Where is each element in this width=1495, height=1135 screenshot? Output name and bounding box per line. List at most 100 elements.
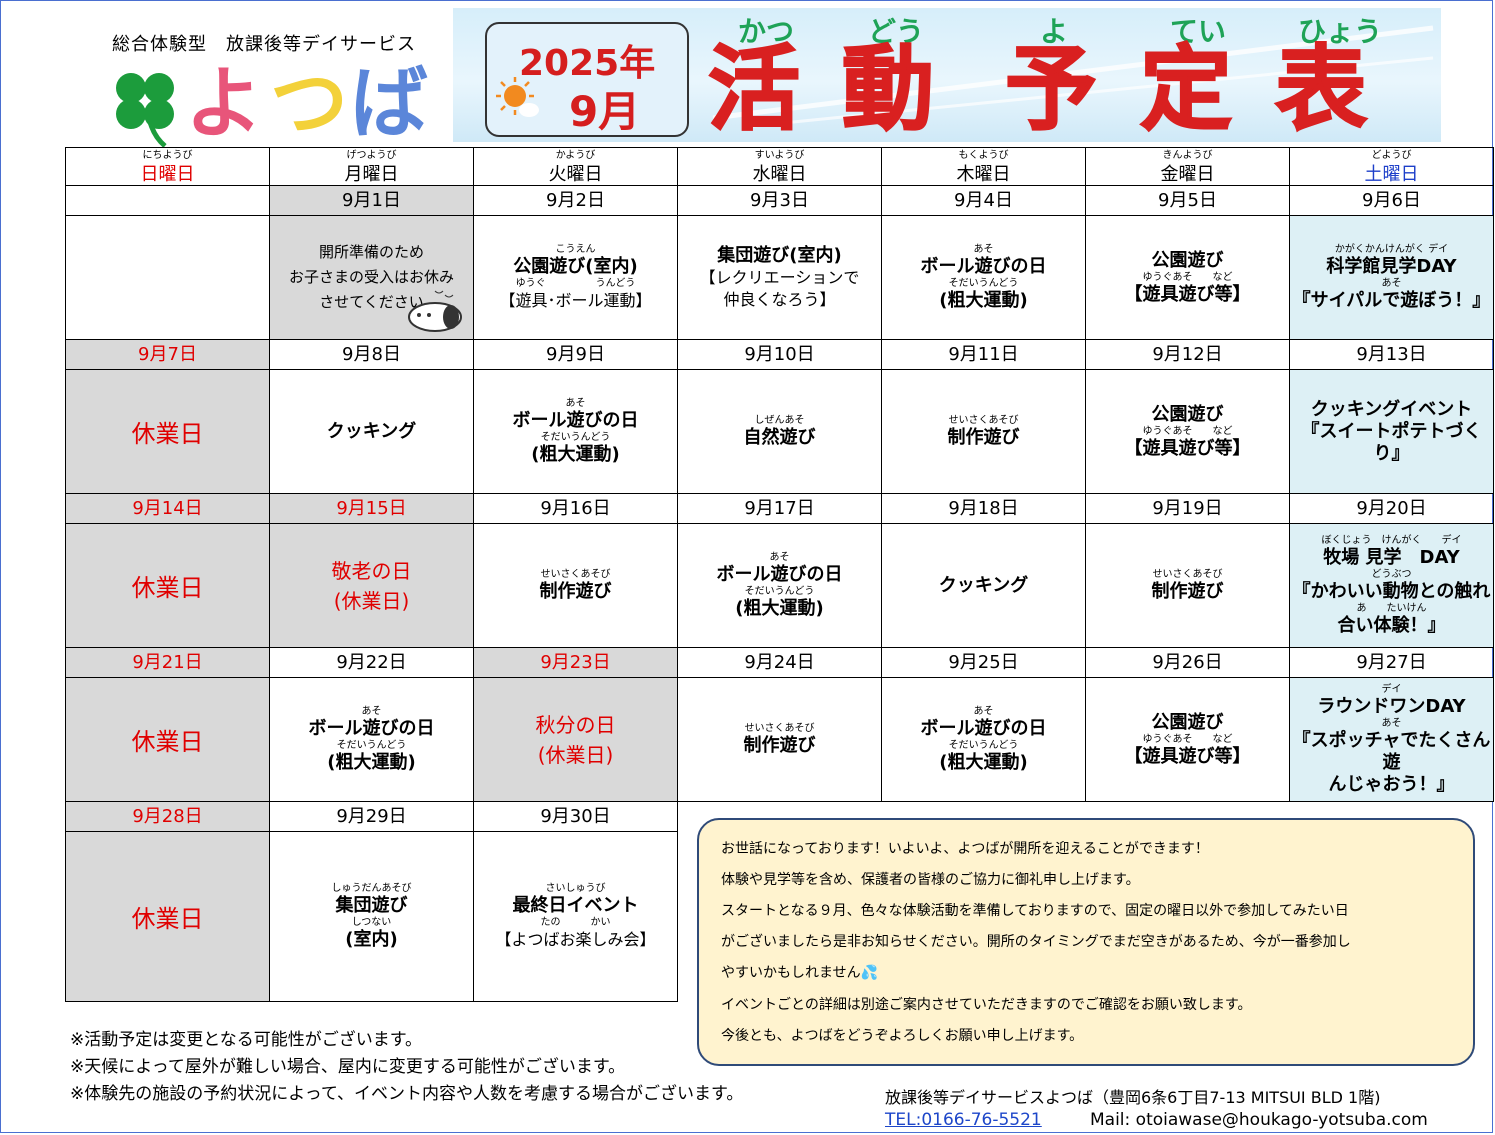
activity-text: 合い体験！』 bbox=[1337, 614, 1446, 636]
address: 放課後等デイサービスよつば（豊岡6条6丁目7-13 MITSUI BLD 1階) bbox=[885, 1088, 1381, 1107]
title-ruby-3: よ bbox=[1040, 15, 1069, 48]
date-cell: 9月2日 bbox=[473, 185, 678, 216]
activity-cell[interactable]: せいさくあそび制作遊び bbox=[473, 523, 678, 648]
closed-day-label: 休業日 bbox=[131, 420, 204, 448]
service-subtitle: 総合体験型 放課後等デイサービス bbox=[112, 34, 416, 55]
holiday-label: 敬老の日(休業日) bbox=[270, 556, 473, 616]
date-cell: 9月17日 bbox=[677, 493, 882, 524]
date-cell: 9月30日 bbox=[473, 801, 678, 832]
notice-line: やすいかもしれません💦 bbox=[721, 965, 879, 981]
activity-cell[interactable]: さいしゅうび最終日イベント たの かい【よつばお楽しみ会】 bbox=[473, 831, 678, 1002]
furigana: たの かい bbox=[540, 916, 611, 928]
furigana: デイ bbox=[1381, 683, 1402, 695]
weekday-cell: もくようび木曜日 bbox=[881, 147, 1086, 186]
date-cell: 9月12日 bbox=[1085, 339, 1290, 370]
activity-content: 公園遊びゆうぐあそ など【遊具遊び等】 bbox=[1086, 250, 1289, 306]
furigana: せいさくあそび bbox=[540, 568, 611, 580]
activity-row: 休業日しゅうだんあそび集団遊びしつない(室内)さいしゅうび最終日イベント たの … bbox=[65, 831, 1494, 1002]
activity-cell[interactable]: 開所準備のためお子さまの受入はお休みさせてください bbox=[269, 215, 474, 340]
activity-text: 公園遊び bbox=[1151, 249, 1224, 271]
furigana: ゆうぐあそ など bbox=[1142, 425, 1233, 437]
activity-cell[interactable]: せいさくあそび制作遊び bbox=[677, 677, 882, 802]
weekday-label: 日曜日 bbox=[140, 163, 195, 185]
date-cell: 9月25日 bbox=[881, 647, 1086, 678]
activity-cell[interactable]: 公園遊びゆうぐあそ など【遊具遊び等】 bbox=[1085, 369, 1290, 494]
activity-text: (粗大運動) bbox=[531, 443, 620, 465]
weekday-ruby: すいようび bbox=[754, 150, 805, 161]
activity-cell[interactable]: 休業日 bbox=[65, 369, 270, 494]
title-ruby-5: ひょう bbox=[1298, 15, 1383, 48]
activity-cell[interactable]: クッキング bbox=[881, 523, 1086, 648]
phone-link[interactable]: TEL:0166-76-5521 bbox=[885, 1110, 1042, 1130]
activity-text: (粗大運動) bbox=[939, 289, 1028, 311]
closed-day-label: 休業日 bbox=[131, 574, 204, 602]
weekday-header-row: にちようび日曜日げつようび月曜日かようび火曜日すいようび水曜日もくようび木曜日き… bbox=[65, 147, 1494, 186]
activity-cell[interactable]: こうえん公園遊び(室内)ゆうぐ うんどう【遊具･ボール運動】 bbox=[473, 215, 678, 340]
furigana: ゆうぐ うんどう bbox=[515, 277, 636, 289]
activity-content: クッキングイベント『スイートポテトづくり』 bbox=[1290, 399, 1493, 465]
activity-text: 『サイパルで遊ぼう！』 bbox=[1292, 289, 1491, 311]
activity-cell[interactable]: あそボール遊びの日そだいうんどう(粗大運動) bbox=[473, 369, 678, 494]
activity-cell[interactable]: 休業日 bbox=[65, 677, 270, 802]
activity-content: あそボール遊びの日そだいうんどう(粗大運動) bbox=[678, 552, 881, 620]
activity-text: 制作遊び bbox=[743, 734, 816, 756]
activity-cell[interactable]: 公園遊びゆうぐあそ など【遊具遊び等】 bbox=[1085, 677, 1290, 802]
weekday-label: 火曜日 bbox=[548, 163, 603, 185]
activity-text: (室内) bbox=[345, 928, 398, 950]
svg-text:つ: つ bbox=[270, 59, 348, 149]
email-address[interactable]: Mail: otoiawase@houkago-yotsuba.com bbox=[1090, 1110, 1428, 1130]
date-box: 2025年 9月 bbox=[485, 22, 689, 137]
activity-cell[interactable]: 秋分の日(休業日) bbox=[473, 677, 678, 802]
furigana: どうぶつ bbox=[1371, 568, 1412, 580]
activity-cell[interactable]: 集団遊び(室内)【レクリエーションで仲良くなろう】 bbox=[677, 215, 882, 340]
weekday-ruby: きんようび bbox=[1162, 150, 1213, 161]
activity-cell[interactable]: せいさくあそび制作遊び bbox=[1085, 523, 1290, 648]
furigana: そだいうんどう bbox=[336, 739, 407, 751]
notice-line: がございましたら是非お知らせください。開所のタイミングでまだ空きがあるため、今が… bbox=[721, 934, 1351, 950]
activity-text: (粗大運動) bbox=[939, 751, 1028, 773]
activity-text: ボール遊びの日 bbox=[920, 255, 1047, 277]
activity-cell[interactable]: クッキングイベント『スイートポテトづくり』 bbox=[1289, 369, 1494, 494]
activity-row: 開所準備のためお子さまの受入はお休みさせてくださいこうえん公園遊び(室内)ゆうぐ… bbox=[65, 215, 1494, 340]
activity-text: 自然遊び bbox=[743, 426, 816, 448]
activity-text: ボール遊びの日 bbox=[716, 563, 843, 585]
activity-cell[interactable]: クッキング bbox=[269, 369, 474, 494]
activity-cell[interactable]: 休業日 bbox=[65, 523, 270, 648]
activity-content: クッキング bbox=[270, 421, 473, 443]
furigana: せいさくあそび bbox=[1152, 568, 1223, 580]
activity-cell[interactable]: あそボール遊びの日そだいうんどう(粗大運動) bbox=[881, 677, 1086, 802]
weekday-ruby: もくようび bbox=[958, 150, 1009, 161]
activity-cell[interactable]: しゅうだんあそび集団遊びしつない(室内) bbox=[269, 831, 474, 1002]
month-label: 9月 bbox=[569, 87, 641, 136]
weekday-cell: げつようび月曜日 bbox=[269, 147, 474, 186]
notice-line: イベントごとの詳細は別途ご案内させていただきますのでご確認をお願い致します。 bbox=[721, 997, 1252, 1013]
activity-cell[interactable]: あそボール遊びの日そだいうんどう(粗大運動) bbox=[881, 215, 1086, 340]
activity-cell[interactable]: しぜんあそ自然遊び bbox=[677, 369, 882, 494]
activity-text: 【遊具･ボール運動】 bbox=[499, 290, 652, 310]
sun-icon bbox=[496, 77, 539, 117]
activity-cell[interactable]: せいさくあそび制作遊び bbox=[881, 369, 1086, 494]
furigana: しつない bbox=[351, 916, 392, 928]
furigana: せいさくあそび bbox=[744, 722, 815, 734]
furigana: さいしゅうび bbox=[545, 882, 606, 894]
title-ruby-1: かつ bbox=[738, 15, 795, 48]
furigana: ぼくじょう けんがく デイ bbox=[1321, 534, 1462, 546]
activity-cell[interactable] bbox=[65, 215, 270, 340]
furigana: せいさくあそび bbox=[948, 414, 1019, 426]
activity-text: 【よつばお楽しみ会】 bbox=[495, 929, 656, 949]
activity-cell[interactable]: 公園遊びゆうぐあそ など【遊具遊び等】 bbox=[1085, 215, 1290, 340]
activity-cell[interactable]: あそボール遊びの日そだいうんどう(粗大運動) bbox=[677, 523, 882, 648]
date-cell: 9月5日 bbox=[1085, 185, 1290, 216]
sleeping-character-icon bbox=[408, 290, 462, 332]
yotsuba-logo: よ つ ば bbox=[116, 59, 428, 149]
activity-cell[interactable]: 休業日 bbox=[65, 831, 270, 1002]
activity-cell[interactable]: 敬老の日(休業日) bbox=[269, 523, 474, 648]
notice-line: 今後とも、よつばをどうぞよろしくお願い申し上げます。 bbox=[721, 1028, 1084, 1044]
activity-text: 『スポッチャでたくさん遊 bbox=[1292, 729, 1491, 773]
activity-cell[interactable]: あそボール遊びの日そだいうんどう(粗大運動) bbox=[269, 677, 474, 802]
